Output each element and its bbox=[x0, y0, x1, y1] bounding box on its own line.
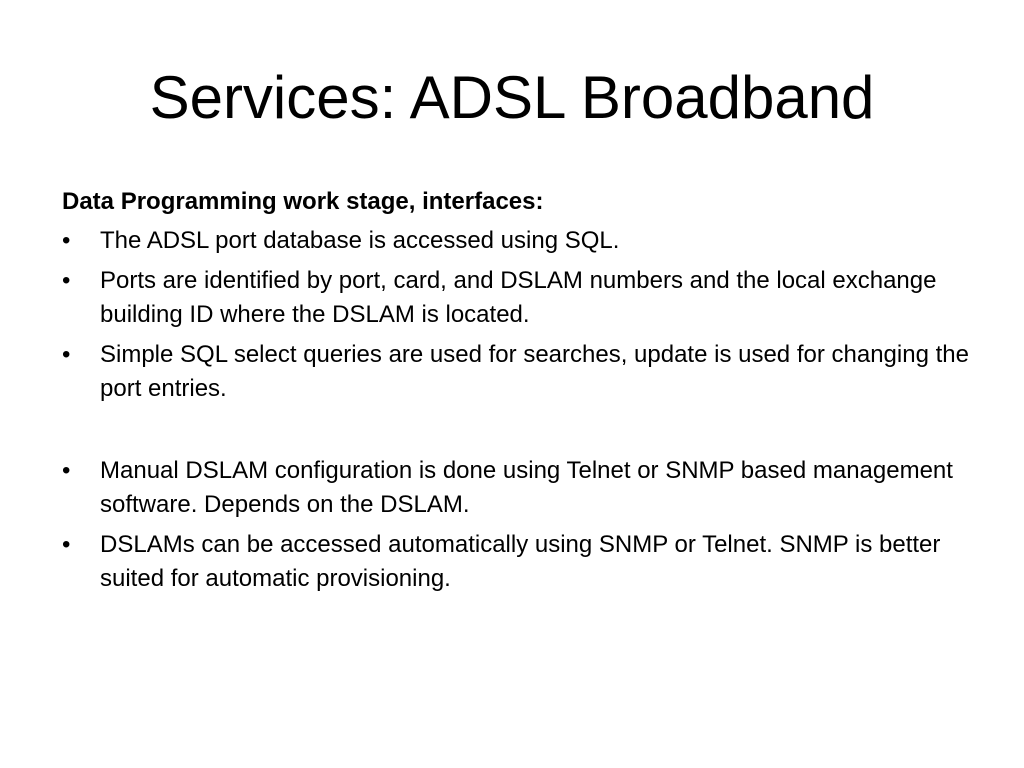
slide-title: Services: ADSL Broadband bbox=[149, 64, 875, 131]
bullet-text: Manual DSLAM configuration is done using… bbox=[100, 457, 953, 518]
bullet-text: DSLAMs can be accessed automatically usi… bbox=[100, 531, 941, 592]
bullet-text: Ports are identified by port, card, and … bbox=[100, 267, 937, 328]
section-heading: Data Programming work stage, interfaces: bbox=[62, 188, 544, 215]
bullet-item: • Simple SQL select queries are used for… bbox=[62, 338, 972, 406]
spacer bbox=[62, 412, 972, 454]
bullet-marker: • bbox=[62, 227, 71, 254]
bullet-text: The ADSL port database is accessed using… bbox=[100, 227, 620, 254]
bullet-marker: • bbox=[62, 531, 71, 558]
bullet-marker: • bbox=[62, 267, 71, 294]
bullet-item: • The ADSL port database is accessed usi… bbox=[62, 224, 972, 258]
bullet-item: • Manual DSLAM configuration is done usi… bbox=[62, 454, 972, 522]
bullet-text: Simple SQL select queries are used for s… bbox=[100, 341, 969, 402]
bullet-item: • Ports are identified by port, card, an… bbox=[62, 264, 972, 332]
slide-body: Data Programming work stage, interfaces:… bbox=[62, 184, 972, 602]
bullet-marker: • bbox=[62, 341, 71, 368]
bullet-marker: • bbox=[62, 457, 71, 484]
bullet-item: • DSLAMs can be accessed automatically u… bbox=[62, 528, 972, 596]
